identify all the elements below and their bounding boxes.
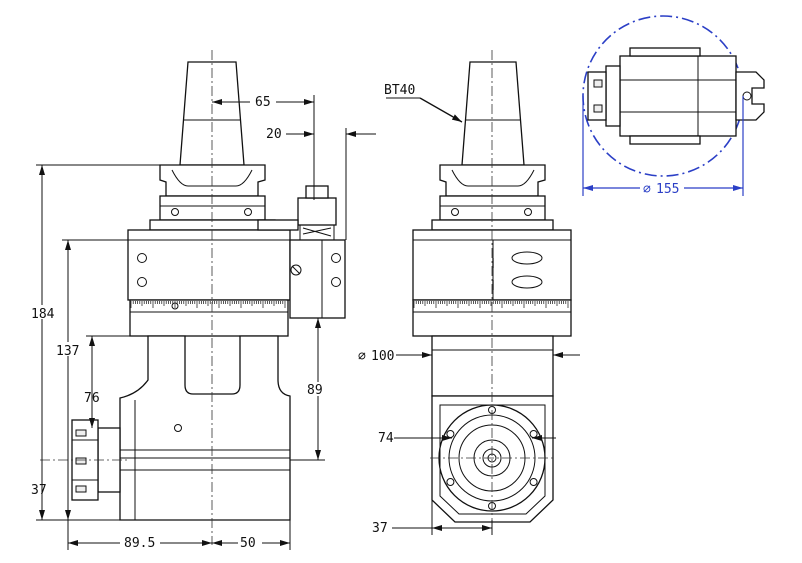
side-view (40, 50, 346, 545)
dim-89-5: 89.5 (124, 536, 155, 551)
dim-89: 89 (307, 383, 323, 398)
dim-37-left: 37 (31, 483, 47, 498)
dim-137: 137 (56, 344, 79, 359)
bolt-hole (529, 478, 538, 486)
dim-dia155-symbol: ∅ (643, 182, 651, 197)
side-view-dimensions: 65 20 184 137 76 37 89 89.5 (30, 92, 376, 551)
front-view-dimensions: BT40 ∅ 100 74 37 (358, 83, 580, 536)
dim-37-right: 37 (372, 521, 388, 536)
detail-view: ∅ 155 (582, 15, 765, 197)
dim-50: 50 (240, 536, 256, 551)
dim-dia100: 100 (371, 349, 394, 364)
dim-184: 184 (31, 307, 55, 322)
dim-65: 65 (255, 95, 271, 110)
dim-dia100-symbol: ∅ (358, 349, 366, 364)
front-view (412, 50, 572, 530)
dim-20: 20 (266, 127, 282, 142)
dim-76: 76 (84, 391, 100, 406)
dim-74: 74 (378, 431, 394, 446)
bolt-hole (446, 478, 455, 486)
label-bt40: BT40 (384, 83, 415, 98)
dim-dia155: 155 (656, 182, 679, 197)
